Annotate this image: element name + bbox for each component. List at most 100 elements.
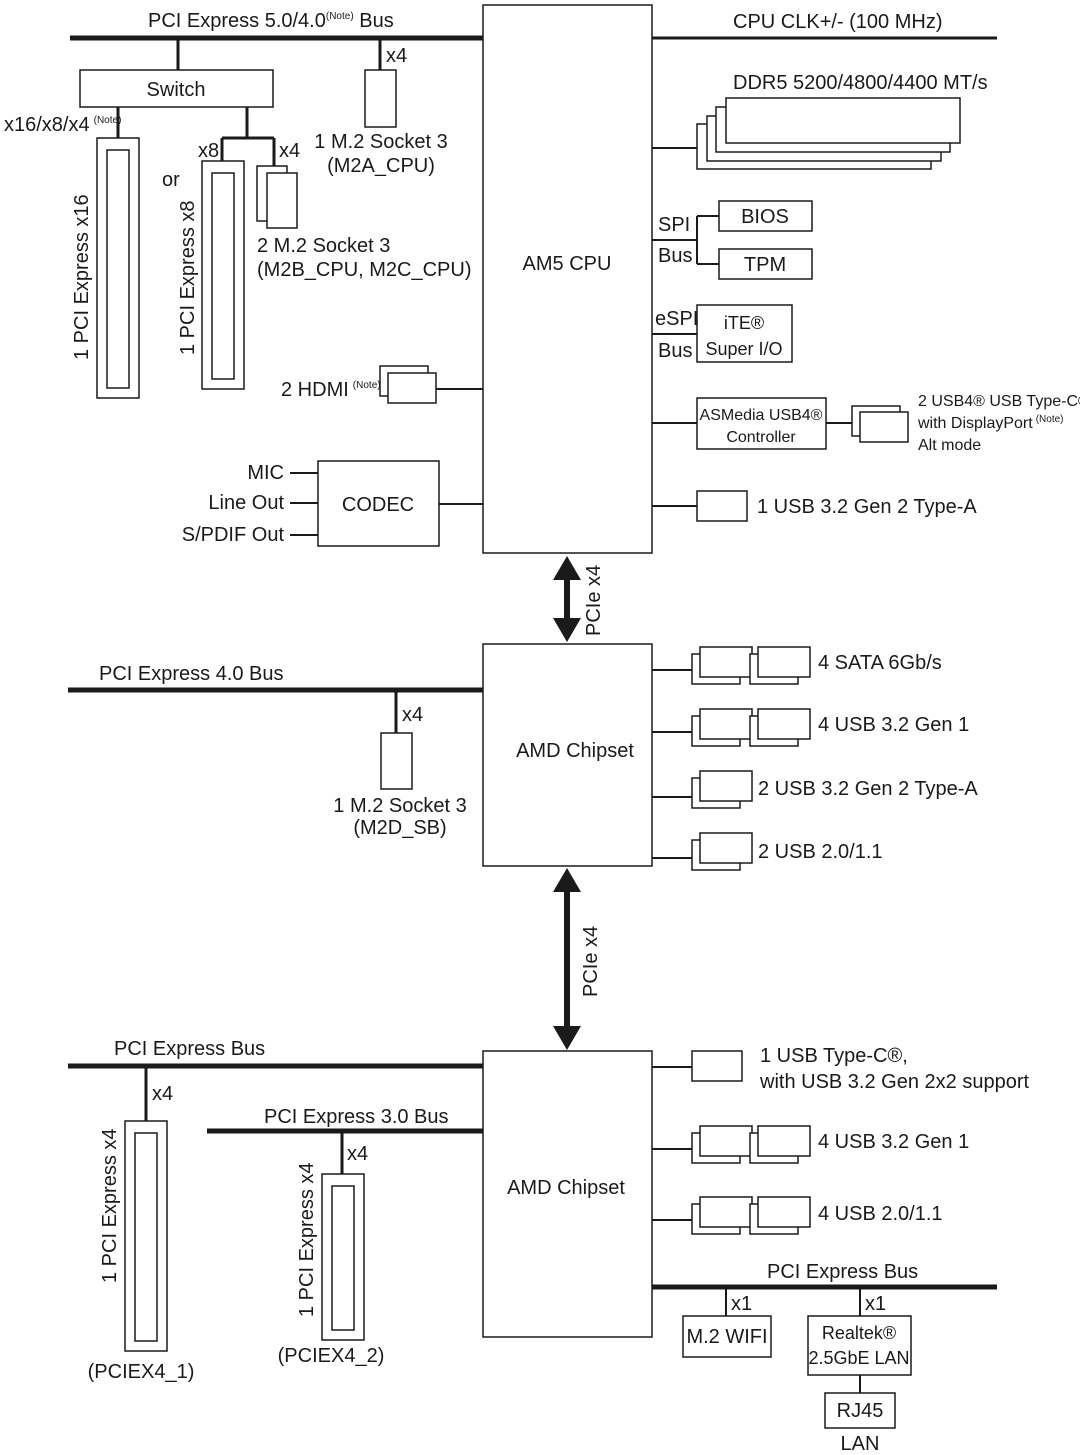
pcie-x16-label: 1 PCI Express x16 [71, 194, 93, 360]
pciex4-2-slot-inner [331, 1185, 355, 1331]
ite-line1: iTE® [724, 313, 764, 333]
sata-label: 4 SATA 6Gb/s [818, 652, 942, 674]
lan-line2: 2.5GbE LAN [808, 1348, 909, 1368]
pciex4-1-label: 1 PCI Express x4 [99, 1128, 121, 1283]
cpu-usb-label: 1 USB 3.2 Gen 2 Type-A [757, 496, 977, 518]
sata-port-2b [757, 646, 811, 678]
ddr-module-1 [725, 97, 961, 144]
spdif-label: S/PDIF Out [182, 524, 285, 546]
usb20-label: 2 USB 2.0/1.1 [758, 841, 883, 863]
cpu-clk-label: CPU CLK+/- (100 MHz) [733, 11, 943, 33]
m2bc-card-front [266, 172, 298, 229]
m2a-line1: 1 M.2 Socket 3 [314, 131, 447, 153]
bios-label: BIOS [741, 206, 789, 228]
usb4-line2: with DisplayPort(Note) [917, 414, 1064, 432]
link1-label: PCIe x4 [583, 565, 605, 636]
codec-label: CODEC [342, 494, 414, 516]
link2-arrow-up [553, 868, 581, 892]
pcie3-bus-label: PCI Express 3.0 Bus [264, 1106, 449, 1128]
c2-right-bus-label: PCI Express Bus [767, 1261, 918, 1283]
cpu-label: AM5 CPU [523, 253, 612, 275]
usb-gen1-port-1b [699, 708, 753, 740]
m2bc-line1: 2 M.2 Socket 3 [257, 235, 390, 257]
ite-line2: Super I/O [705, 339, 782, 359]
spi-bus-label: Bus [658, 245, 692, 267]
x16-label: x16/x8/x4(Note) [4, 114, 121, 136]
tpm-label: TPM [744, 254, 786, 276]
wifi-label: M.2 WIFI [686, 1326, 767, 1348]
wifi-x1: x1 [731, 1293, 752, 1315]
lan-x1: x1 [865, 1293, 886, 1315]
lan-line1: Realtek® [822, 1323, 896, 1343]
espi-label: eSPI [655, 308, 698, 330]
or-label: or [162, 169, 180, 191]
cpu-box [482, 4, 653, 554]
usb4-line3: Alt mode [918, 437, 981, 454]
tpm-box [718, 248, 813, 280]
chipset2-bus-label: PCI Express Bus [114, 1038, 265, 1060]
m2d-line1: 1 M.2 Socket 3 [333, 795, 466, 817]
pcie-x8-label: 1 PCI Express x8 [177, 200, 199, 355]
m2d-line2: (M2D_SB) [353, 817, 446, 839]
usb-gen2a-port-front [699, 770, 753, 802]
pciex4-2-name: (PCIEX4_2) [278, 1345, 385, 1367]
typec-line1: 1 USB Type-C®, [760, 1045, 908, 1067]
cpu-usb-port [696, 490, 748, 522]
asmedia-box [696, 397, 827, 450]
m2a-x4-label: x4 [386, 45, 407, 67]
switch-label: Switch [147, 79, 206, 101]
pcie-x16-slot-inner [106, 149, 130, 389]
m2d-x4-label: x4 [402, 704, 423, 726]
typec-port [691, 1050, 743, 1082]
c2-usb20-port-1b [699, 1196, 753, 1228]
hdmi-label: 2 HDMI(Note) [281, 379, 381, 401]
chipset1-bus-label: PCI Express 4.0 Bus [99, 663, 284, 685]
asm-line1: ASMedia USB4® [700, 407, 823, 424]
usb-gen1-port-2b [757, 708, 811, 740]
ddr-label: DDR5 5200/4800/4400 MT/s [733, 72, 988, 94]
spi-label: SPI [658, 214, 690, 236]
c2-usb-gen1-port-1b [699, 1125, 753, 1157]
asm-line2: Controller [726, 429, 796, 446]
pciex4-2-label: 1 PCI Express x4 [296, 1162, 318, 1317]
hdmi-port-front [387, 372, 437, 404]
chipset2-label: AMD Chipset [507, 1177, 625, 1199]
usb4-port-front [859, 411, 909, 443]
link1-arrow-down [553, 618, 581, 642]
m2d-card [380, 732, 413, 790]
switch-box [79, 69, 274, 108]
pciex4-1-x4: x4 [152, 1083, 173, 1105]
mic-label: MIC [247, 462, 284, 484]
rj45-box [824, 1392, 896, 1429]
sata-port-1b [699, 646, 753, 678]
espi-bus-label: Bus [658, 340, 692, 362]
chipset1-label: AMD Chipset [516, 740, 634, 762]
c2-usb-gen1-label: 4 USB 3.2 Gen 1 [818, 1131, 969, 1153]
usb-gen1-label: 4 USB 3.2 Gen 1 [818, 714, 969, 736]
c2-usb20-label: 4 USB 2.0/1.1 [818, 1203, 943, 1225]
m2a-line2: (M2A_CPU) [327, 155, 435, 177]
link2-label: PCIe x4 [580, 926, 602, 997]
usb4-line1: 2 USB4® USB Type-C®, [918, 393, 1080, 410]
m2bc-line2: (M2B_CPU, M2C_CPU) [257, 259, 471, 281]
c2-usb-gen1-port-2b [757, 1125, 811, 1157]
lan-label: LAN [841, 1433, 880, 1455]
typec-line2: with USB 3.2 Gen 2x2 support [759, 1071, 1029, 1093]
m2a-card [364, 69, 397, 128]
pciex4-1-slot-inner [134, 1132, 158, 1342]
c2-usb20-port-2b [757, 1196, 811, 1228]
chipset1-box [482, 643, 653, 867]
bios-box [718, 200, 813, 232]
rj45-label: RJ45 [837, 1400, 884, 1422]
pciex4-2-x4: x4 [347, 1143, 368, 1165]
pciex4-1-name: (PCIEX4_1) [88, 1361, 195, 1383]
usb20-port-front [699, 832, 753, 864]
lineout-label: Line Out [208, 492, 284, 514]
x8-label: x8 [198, 140, 219, 162]
pcie5-bus-label: PCI Express 5.0/4.0(Note) Bus [148, 10, 394, 32]
ite-box [696, 304, 793, 363]
usb-gen2a-label: 2 USB 3.2 Gen 2 Type-A [758, 778, 978, 800]
x4-label: x4 [279, 140, 300, 162]
